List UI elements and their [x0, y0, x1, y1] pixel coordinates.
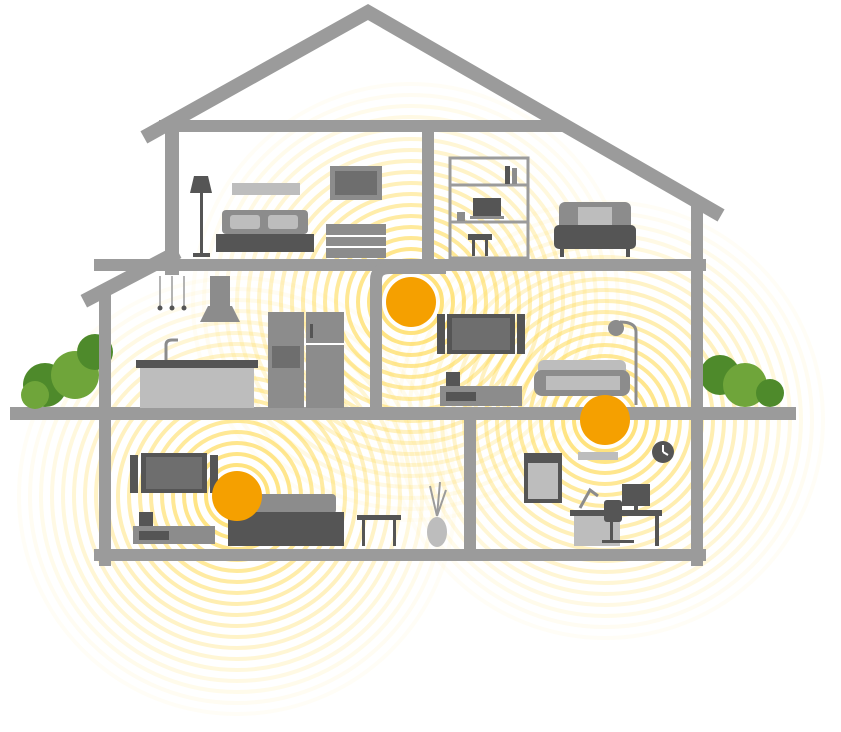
wifi-mesh-node-icon [386, 277, 436, 327]
bedroom [190, 166, 386, 258]
floor-lamp-arc [608, 320, 638, 405]
dresser [326, 224, 386, 258]
bookshelf [448, 156, 530, 260]
wifi-mesh-node-icon [212, 471, 262, 521]
bush-right [700, 355, 784, 407]
signal-ring [279, 170, 543, 434]
signal-ring [94, 353, 380, 639]
armchair [554, 202, 636, 257]
signal-ring [356, 247, 466, 357]
signal-ring [83, 342, 391, 650]
television [141, 453, 207, 493]
signal-wave-icon [191, 82, 631, 522]
signal-ring [257, 148, 565, 456]
stool [468, 234, 492, 256]
signal-ring [312, 203, 510, 401]
kitchen [136, 276, 344, 408]
laptop [470, 198, 504, 219]
wall-clock-icon [652, 441, 674, 463]
study-room [448, 156, 636, 260]
signal-ring [290, 181, 532, 423]
tv-console [133, 512, 215, 544]
oven [268, 312, 304, 408]
counter [136, 338, 258, 408]
books [512, 168, 517, 184]
signal-ring [50, 309, 424, 683]
tv-console [440, 372, 522, 406]
office [524, 441, 674, 546]
office-chair [602, 500, 634, 543]
vase-plant [427, 481, 447, 547]
signal-ring [72, 331, 402, 661]
wall-pattern [232, 183, 300, 195]
books [505, 166, 510, 184]
speaker-right [517, 314, 525, 354]
wifi-mesh-nodes [212, 277, 630, 521]
wall-picture [330, 166, 382, 200]
desk-lamp [578, 487, 599, 509]
wall-cabinet [524, 453, 562, 503]
range-hood [200, 276, 240, 322]
signal-ring [323, 214, 499, 390]
wall-shelf [578, 452, 618, 460]
television [447, 314, 515, 354]
floor-lamp [190, 176, 212, 257]
signal-ring [345, 236, 477, 368]
signal-ring [202, 93, 620, 511]
signal-ring [191, 82, 631, 522]
computer-monitor [622, 484, 650, 510]
speaker-left [130, 455, 138, 493]
signal-ring [246, 137, 576, 467]
wifi-mesh-node-icon [580, 395, 630, 445]
lounge [130, 453, 447, 547]
speaker-left [437, 314, 445, 354]
house-structure [80, 3, 725, 566]
sofa [534, 360, 630, 396]
plant-small [457, 212, 465, 221]
signal-ring [334, 225, 488, 379]
side-table [357, 515, 401, 546]
signal-ring [17, 276, 457, 716]
refrigerator [306, 312, 344, 408]
speaker-right [210, 455, 218, 493]
signal-ring [268, 159, 554, 445]
living-room [437, 314, 638, 406]
pendant-lights [157, 276, 187, 311]
bed [216, 210, 314, 252]
